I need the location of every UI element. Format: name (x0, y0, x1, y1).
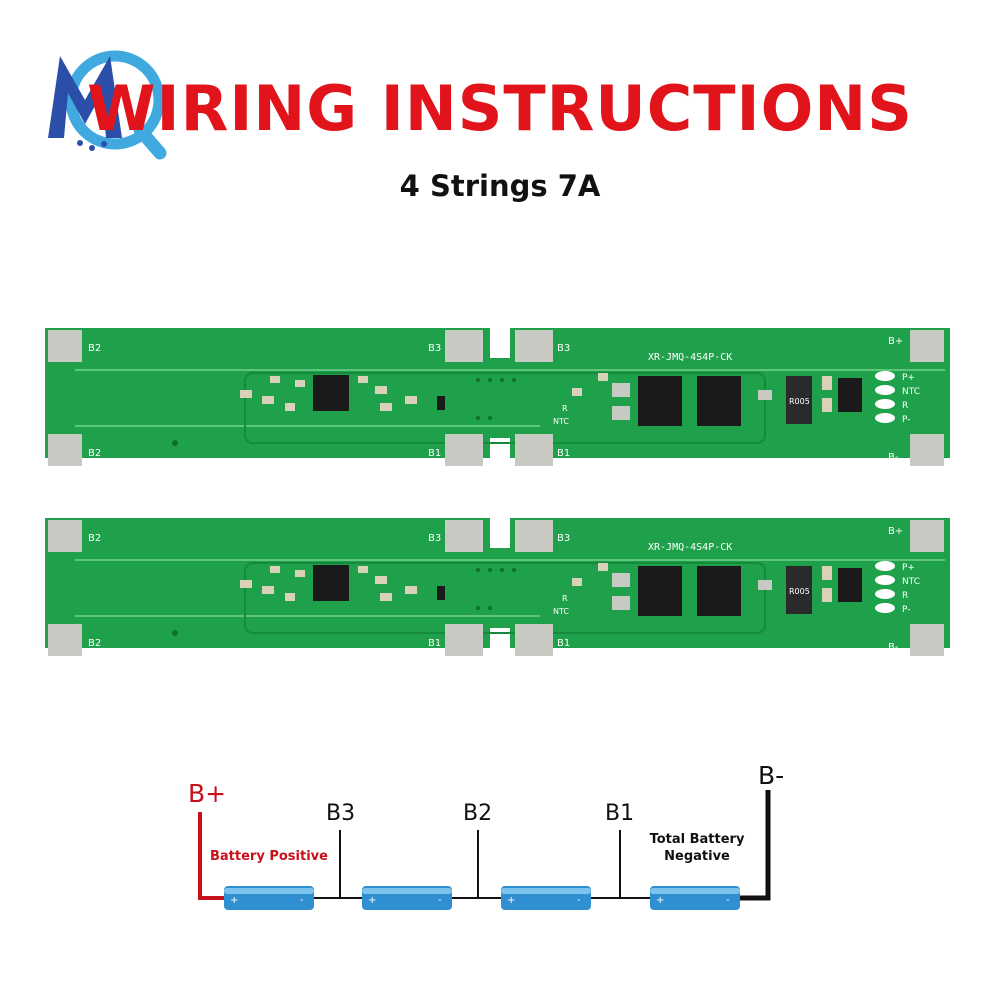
label-b1-left: B1 (428, 448, 441, 459)
shunt-text: R005 (789, 397, 810, 406)
mosfet-1 (638, 566, 682, 616)
label-total-negative-1: Total Battery (650, 832, 745, 847)
conn-label-pplus: P+ (902, 373, 915, 383)
label-b3-right: B3 (557, 343, 570, 354)
label-bminus: B- (888, 642, 899, 653)
positive-wire (198, 812, 228, 900)
conn-label-ntc: NTC (902, 577, 920, 587)
battery-cell-3: + - (501, 886, 591, 910)
label-bplus: B+ (888, 336, 903, 347)
pcb-model-text: XR-JMQ-4S4P-CK (648, 542, 732, 553)
label-b2-top: B2 (88, 533, 101, 544)
ic-chip (313, 375, 349, 411)
label-b1-left: B1 (428, 638, 441, 649)
battery-cell-2: + - (362, 886, 452, 910)
label-b2-bottom: B2 (88, 448, 101, 459)
svg-text:-: - (438, 895, 442, 906)
shunt-text: R005 (789, 587, 810, 596)
svg-text:+: + (368, 895, 376, 906)
svg-text:-: - (577, 895, 581, 906)
pad-b3-left (445, 330, 483, 362)
pad-b2-bottom (48, 624, 82, 656)
label-total-negative-2: Negative (664, 849, 730, 864)
conn-label-r: R (902, 591, 908, 601)
label-bplus: B+ (888, 526, 903, 537)
mosfet-1 (638, 376, 682, 426)
ic-chip (313, 565, 349, 601)
pad-bplus (910, 330, 944, 362)
pad-bminus (910, 434, 944, 466)
pad-b1-left (445, 624, 483, 656)
label-b2-top: B2 (88, 343, 101, 354)
svg-text:-: - (726, 895, 730, 906)
label-bminus: B- (758, 761, 784, 790)
pcb-left-half (45, 518, 490, 648)
pad-b1-right (515, 434, 553, 466)
label-b3: B3 (326, 801, 355, 826)
pcb-board-top: B2 B2 B3 B1 B3 B1 B+ B- XR-JMQ-4S4P-CK R… (0, 318, 1000, 468)
mosfet-2 (697, 376, 741, 426)
pad-b3-right (515, 330, 553, 362)
svg-text:+: + (656, 895, 664, 906)
conn-label-pminus: P- (902, 605, 910, 615)
conn-label-pplus: P+ (902, 563, 915, 573)
svg-text:-: - (300, 895, 304, 906)
pcb-board-bottom: B2 B2 B3 B1 B3 B1 B+ B- XR-JMQ-4S4P-CK R… (0, 508, 1000, 658)
small-label-ntc: NTC (553, 417, 569, 426)
battery-cell-4: + - (650, 886, 740, 910)
pad-b1-left (445, 434, 483, 466)
small-label-r: R (562, 404, 568, 413)
shunt-resistor (786, 376, 812, 424)
label-bminus: B- (888, 452, 899, 463)
conn-label-ntc: NTC (902, 387, 920, 397)
label-b1-right: B1 (557, 638, 570, 649)
pad-b1-right (515, 624, 553, 656)
label-b1: B1 (605, 801, 634, 826)
label-b2-bottom: B2 (88, 638, 101, 649)
pad-b2-top (48, 330, 82, 362)
pcb-left-half (45, 328, 490, 458)
label-b3-left: B3 (428, 533, 441, 544)
label-b1-right: B1 (557, 448, 570, 459)
pcb-model-text: XR-JMQ-4S4P-CK (648, 352, 732, 363)
small-label-ntc: NTC (553, 607, 569, 616)
brand-logo (40, 38, 170, 163)
shunt-resistor (786, 566, 812, 614)
pad-bminus (910, 624, 944, 656)
label-b2: B2 (463, 801, 492, 826)
label-b3-left: B3 (428, 343, 441, 354)
page-title: WIRING INSTRUCTIONS (87, 72, 913, 145)
pad-b3-left (445, 520, 483, 552)
conn-label-r: R (902, 401, 908, 411)
wiring-diagram: B+ Battery Positive B3 B2 B1 + - + - + (0, 740, 1000, 940)
svg-text:+: + (230, 895, 238, 906)
pad-b2-bottom (48, 434, 82, 466)
conn-label-pminus: P- (902, 415, 910, 425)
pad-bplus (910, 520, 944, 552)
label-b3-right: B3 (557, 533, 570, 544)
pad-b2-top (48, 520, 82, 552)
mq-logo-icon (48, 50, 167, 160)
svg-text:+: + (507, 895, 515, 906)
label-bplus: B+ (188, 779, 226, 808)
battery-cell-1: + - (224, 886, 314, 910)
page-subtitle: 4 Strings 7A (399, 169, 601, 203)
pad-b3-right (515, 520, 553, 552)
small-label-r: R (562, 594, 568, 603)
negative-wire (740, 790, 771, 901)
label-battery-positive: Battery Positive (210, 849, 328, 864)
mosfet-2 (697, 566, 741, 616)
